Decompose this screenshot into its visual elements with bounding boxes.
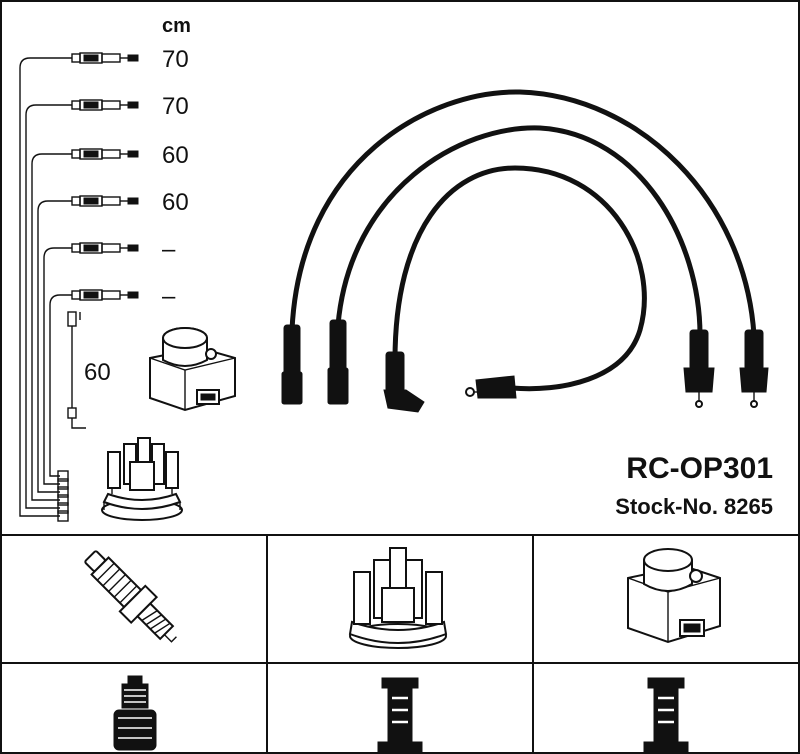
cable-length-label: 70 <box>162 46 189 73</box>
distributor-cap-large-icon <box>348 547 448 649</box>
cable-inner <box>392 165 647 392</box>
schematic-cable-row: – <box>43 236 176 490</box>
product-code: RC-OP301 <box>626 452 773 485</box>
cable-length-label: – <box>162 236 176 263</box>
stock-number: Stock-No. 8265 <box>615 494 773 519</box>
ignition-cables-drawing <box>281 89 769 413</box>
cable-length-label: 70 <box>162 93 189 120</box>
schematic-cable-row: 70 <box>19 46 189 522</box>
cable-length-label: – <box>162 283 176 310</box>
coil-cable-schematic: 60 <box>67 311 111 429</box>
spark-plug-icon <box>84 550 177 643</box>
coil-cable-length: 60 <box>84 359 111 386</box>
cap-end-connector <box>465 375 517 399</box>
schematic-cable-row: 60 <box>31 142 189 506</box>
schematic-cable-row: 70 <box>25 93 189 514</box>
straight-plug-connector-icon <box>113 675 157 751</box>
cap-terminal-connector-icon <box>377 677 423 753</box>
cable-schematic: 70 70 60 60 – – <box>19 46 189 522</box>
cable-middle <box>335 125 703 338</box>
schematic-cable-row: 60 <box>37 189 189 498</box>
unit-label: cm <box>162 15 191 37</box>
coil-terminal-connector-icon <box>643 677 689 753</box>
cable-length-label: 60 <box>162 189 189 216</box>
coil-boot-1 <box>683 329 715 408</box>
ignition-coil-icon <box>149 327 236 412</box>
cable-length-label: 60 <box>162 142 189 169</box>
distributor-cap-icon <box>101 437 183 521</box>
ignition-coil-large-icon <box>627 548 721 644</box>
straight-boot-2 <box>327 319 349 405</box>
cable-outer <box>289 89 757 338</box>
schematic-cable-row: – <box>49 283 176 482</box>
straight-boot-1 <box>281 324 303 405</box>
coil-boot-2 <box>739 329 769 408</box>
angled-boot <box>383 351 425 413</box>
